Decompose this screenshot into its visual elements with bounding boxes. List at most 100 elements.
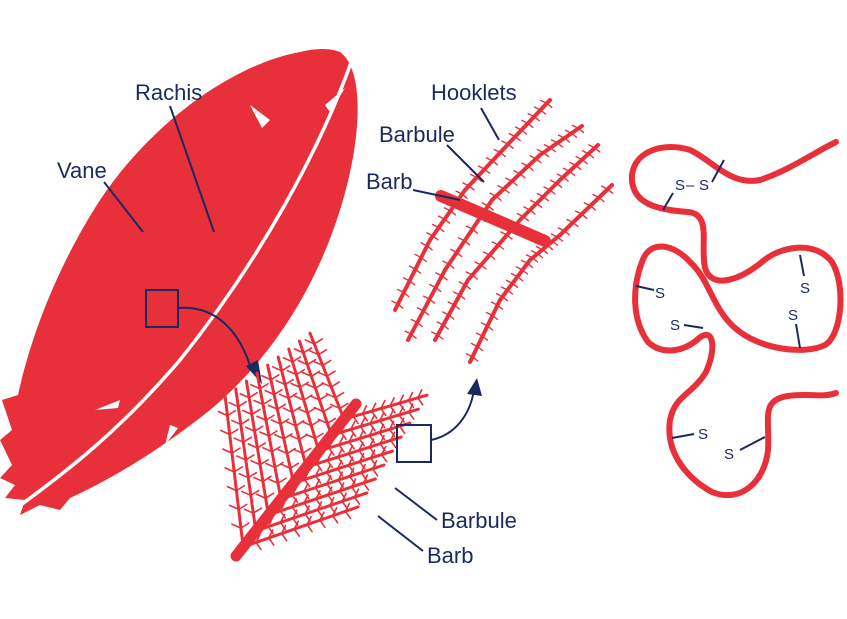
bond-tick: [739, 436, 766, 451]
barbule: [295, 368, 306, 376]
barbule: [228, 401, 240, 408]
hooklet: [556, 142, 564, 148]
bond-tick: [671, 433, 695, 439]
hooklet: [420, 256, 427, 263]
hooklet: [483, 168, 491, 174]
barb-branch: [329, 407, 420, 437]
barbule: [279, 418, 290, 425]
hooklet: [541, 248, 549, 255]
hooklet: [522, 215, 530, 222]
barbule: [271, 445, 281, 453]
hooklet: [453, 291, 461, 296]
barbule: [338, 402, 349, 410]
barbule: [275, 379, 287, 386]
barbule: [274, 461, 284, 469]
barbule: [348, 467, 355, 478]
barbule: [301, 371, 313, 378]
barbule: [379, 442, 386, 452]
hooklet: [527, 122, 534, 129]
barbule: [267, 404, 279, 411]
barbule: [370, 410, 378, 420]
hooklet: [397, 303, 404, 309]
hooklet: [476, 176, 483, 183]
zoom-arrow-2: [430, 389, 475, 441]
barbule: [290, 382, 301, 389]
hooklet: [549, 189, 556, 195]
barbule: [250, 459, 261, 466]
barbule: [226, 485, 238, 492]
hooklet: [493, 148, 501, 154]
barbule: [347, 464, 355, 474]
hooklet: [531, 257, 539, 263]
hooklet: [435, 286, 442, 293]
hooklet: [520, 259, 529, 265]
barbule: [233, 466, 243, 473]
bond-tick: [635, 285, 655, 291]
barbule: [321, 382, 333, 388]
barbule: [331, 514, 339, 524]
barbule: [350, 486, 358, 495]
barbule: [344, 510, 352, 520]
hooklet: [540, 99, 548, 105]
hooklet: [535, 245, 544, 251]
barbule: [279, 510, 287, 519]
barbule: [238, 472, 250, 479]
barbule: [255, 541, 262, 551]
hooklet: [477, 165, 486, 170]
hooklet: [536, 192, 545, 198]
hooklet: [562, 167, 571, 172]
barbule: [317, 418, 329, 425]
hooklet: [480, 264, 487, 270]
zoom-arrow-2-head: [467, 378, 482, 396]
barbule: [380, 399, 386, 410]
hooklet: [530, 250, 539, 255]
barbule: [287, 392, 298, 400]
sulfur-atom: S: [670, 317, 680, 334]
barbule: [328, 447, 335, 456]
hooklet: [592, 193, 600, 199]
barb-main-shaft: [230, 398, 362, 562]
barbule: [282, 407, 294, 413]
hooklet: [495, 292, 504, 298]
sulfur-atom: S: [699, 177, 709, 194]
hooklet: [506, 234, 513, 240]
barbule: [371, 467, 379, 477]
barbule: [353, 496, 361, 505]
barb-branch: [279, 463, 386, 501]
zoom-box-vane: [145, 289, 179, 328]
hooklet: [432, 223, 440, 229]
barbule: [306, 523, 313, 533]
barbule: [340, 431, 347, 441]
barbule: [326, 459, 334, 469]
barbule: [293, 395, 305, 401]
barbule: [361, 405, 368, 415]
hooklet: [543, 186, 551, 191]
barbule: [276, 403, 287, 411]
barbule: [303, 502, 310, 511]
barbule: [389, 431, 396, 442]
barbule: [291, 356, 302, 363]
barbule: [358, 429, 365, 440]
hooklet: [414, 268, 422, 274]
barbule: [398, 402, 406, 412]
barbule: [235, 484, 246, 492]
barb-branch: [254, 491, 369, 533]
hooklet: [594, 147, 601, 153]
barbule: [245, 454, 255, 461]
barbule: [239, 392, 250, 399]
barbule: [330, 381, 341, 388]
barbule: [369, 457, 377, 466]
barbule: [270, 419, 282, 425]
hooklet: [523, 206, 531, 211]
hooklet: [397, 288, 405, 294]
hooklet: [588, 144, 596, 149]
barbule: [348, 440, 355, 450]
barbule-strand: [518, 178, 562, 222]
hooklet: [598, 196, 605, 203]
barbule: [348, 475, 356, 485]
barbule: [360, 463, 366, 474]
hooklet: [488, 254, 496, 260]
hooklet: [533, 106, 542, 111]
barbule-strand: [490, 153, 542, 202]
disulfide-bond: S S: [635, 285, 704, 334]
